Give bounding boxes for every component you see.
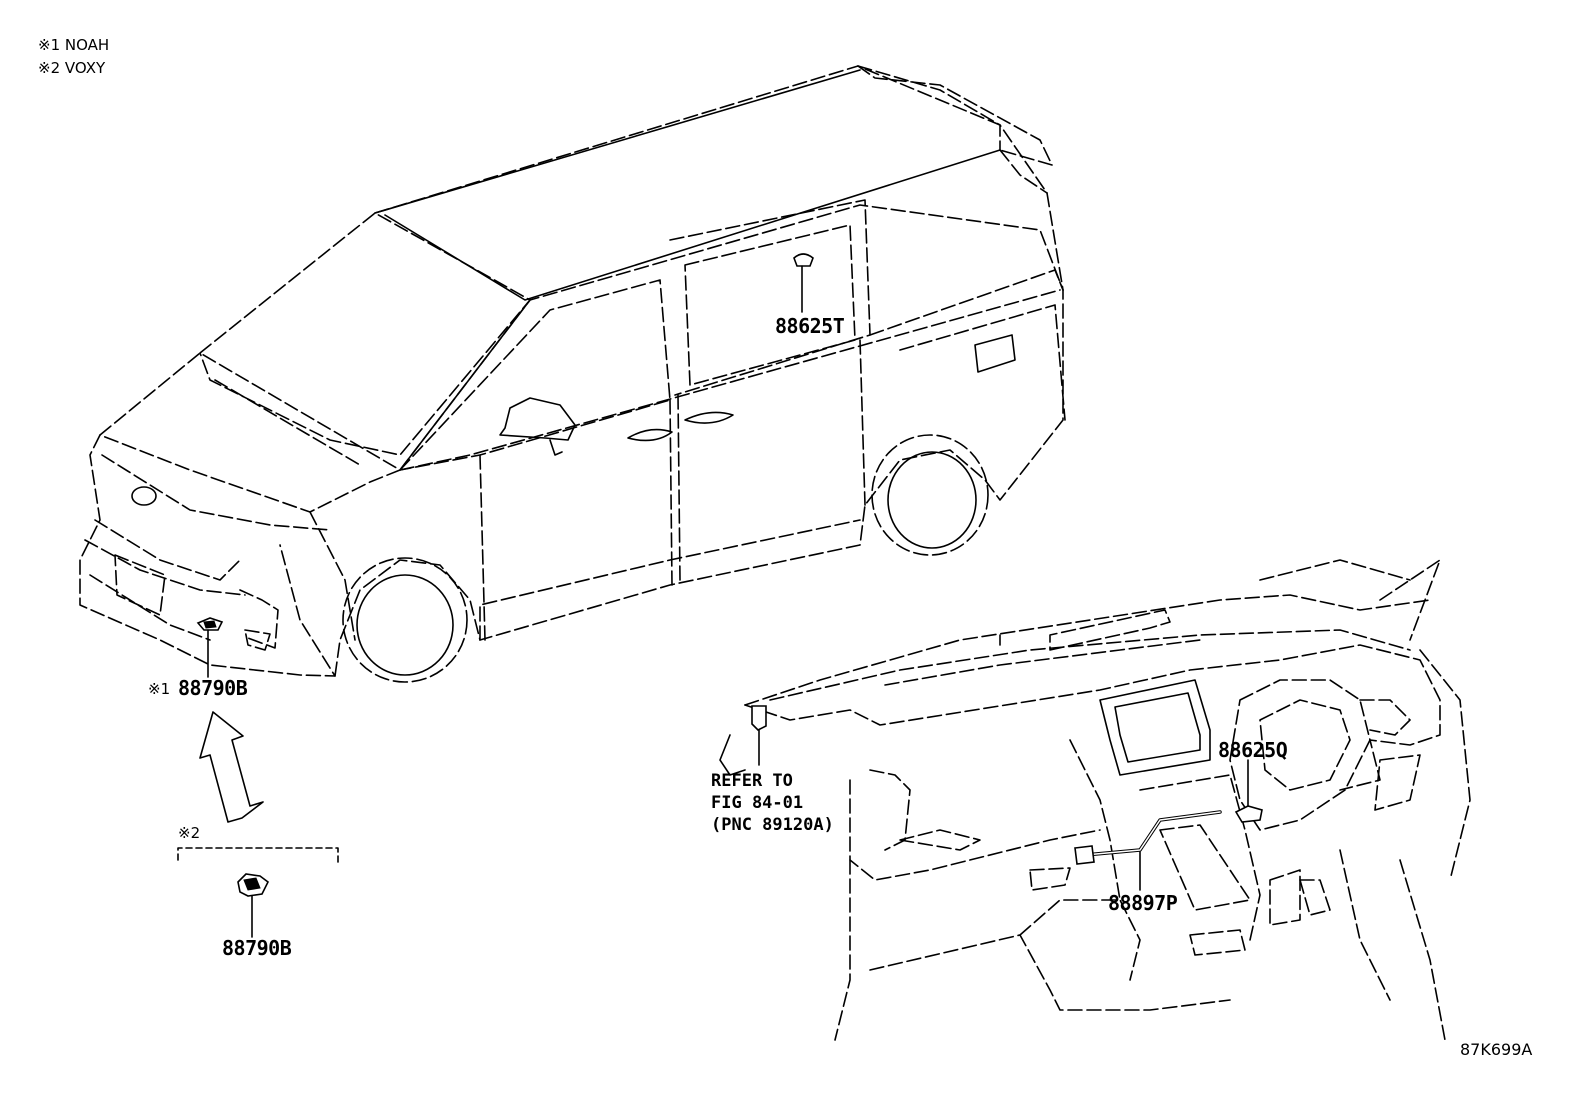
refer-note-line1: REFER TO xyxy=(711,771,793,791)
view-arrow xyxy=(199,711,264,823)
part-number-88625T[interactable]: 88625T xyxy=(775,314,845,338)
figure-code: 87K699A xyxy=(1460,1040,1533,1059)
refer-note-line3: (PNC 89120A) xyxy=(711,815,834,835)
refer-note-line2: FIG 84-01 xyxy=(711,793,804,813)
dashboard-illustration xyxy=(719,559,1471,1041)
van-illustration xyxy=(79,65,1066,683)
part-number-88790B-voxy[interactable]: 88790B xyxy=(222,936,292,960)
legend-note-voxy: ※2 VOXY xyxy=(38,59,106,77)
part-number-88625Q[interactable]: 88625Q xyxy=(1218,738,1288,762)
refer-note[interactable]: REFER TO FIG 84-01 (PNC 89120A) xyxy=(711,770,834,836)
part-number-88897P[interactable]: 88897P xyxy=(1108,891,1178,915)
voxy-bracket xyxy=(177,847,339,938)
part-number-88790B-noah[interactable]: 88790B xyxy=(178,676,248,700)
front-sensor-marker: ※1 xyxy=(148,680,171,698)
legend-note-noah: ※1 NOAH xyxy=(38,36,110,54)
voxy-marker: ※2 xyxy=(178,824,201,842)
